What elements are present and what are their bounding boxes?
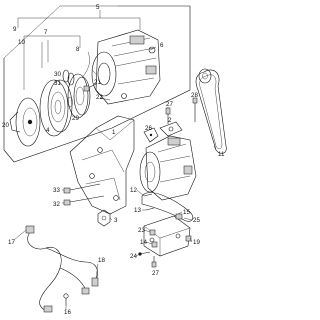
callout-32: 32: [53, 201, 60, 208]
callout-14: 14: [140, 239, 147, 246]
callout-29: 29: [72, 115, 79, 122]
bracket-5: [17, 10, 141, 30]
callout-33: 33: [53, 187, 60, 194]
callout-25: 25: [193, 217, 200, 224]
clutch-front-plate: [9, 97, 41, 147]
bolt-28: [192, 97, 198, 122]
callout-8: 8: [76, 46, 80, 53]
callout-24: 24: [130, 253, 137, 260]
callout-19: 19: [193, 239, 200, 246]
callout-5: 5: [96, 4, 100, 11]
callout-31: 31: [54, 80, 61, 87]
callout-3: 3: [114, 217, 118, 224]
compressor-body: [91, 29, 161, 105]
callout-20: 20: [2, 122, 9, 129]
callout-21: 21: [94, 79, 101, 86]
clutch-coil: [67, 51, 91, 119]
callout-27-lower: 27: [152, 270, 159, 277]
wire-harness: [25, 225, 99, 313]
parts-exploded-diagram: 5 9 7 10 8 6 30 31 21 22 29 20 4 11: [2, 4, 227, 316]
callout-30: 30: [54, 71, 61, 78]
bracket-26: [143, 127, 159, 143]
bracket-7: [23, 35, 81, 90]
callout-1: 1: [112, 129, 116, 136]
compressor-clutch-inset: 5 9 7 10 8 6 30 31 21 22 29 20 4: [2, 4, 191, 163]
callout-11: 11: [218, 151, 225, 158]
lower-small-bolts: [143, 193, 192, 248]
lower-compressor: [139, 135, 197, 201]
callout-12: 12: [130, 187, 137, 194]
bolt-27-lower: [151, 256, 157, 268]
clutch-pulley: [39, 79, 73, 137]
callout-13: 13: [134, 207, 141, 214]
bolt-32: [63, 195, 105, 206]
lower-belt: [141, 192, 194, 222]
callout-16: 16: [64, 309, 71, 316]
adjuster-bracket: [143, 215, 191, 257]
callout-15: 15: [183, 209, 190, 216]
callout-28: 28: [191, 92, 198, 99]
part-3: [97, 209, 111, 227]
drive-belt: 11: [195, 69, 227, 158]
callout-23: 23: [138, 227, 145, 234]
callout-2: 2: [168, 117, 172, 124]
bolt-22: [83, 83, 97, 92]
idler-pulley: [198, 68, 212, 84]
callout-4: 4: [46, 127, 50, 134]
bolt-33: [63, 183, 101, 194]
bolt-24: [138, 251, 151, 256]
leader-lines: [13, 107, 193, 310]
tensioner-2: [159, 121, 183, 137]
callout-17: 17: [8, 239, 15, 246]
mounting-bracket: [69, 115, 135, 215]
washers: [62, 69, 75, 108]
callout-9: 9: [13, 26, 17, 33]
callout-27-upper: 27: [166, 101, 173, 108]
callout-6: 6: [160, 42, 164, 49]
callout-18: 18: [98, 257, 105, 264]
callout-7: 7: [44, 29, 48, 36]
callout-10: 10: [18, 39, 25, 46]
callout-26: 26: [145, 125, 152, 132]
callout-22: 22: [96, 94, 103, 101]
